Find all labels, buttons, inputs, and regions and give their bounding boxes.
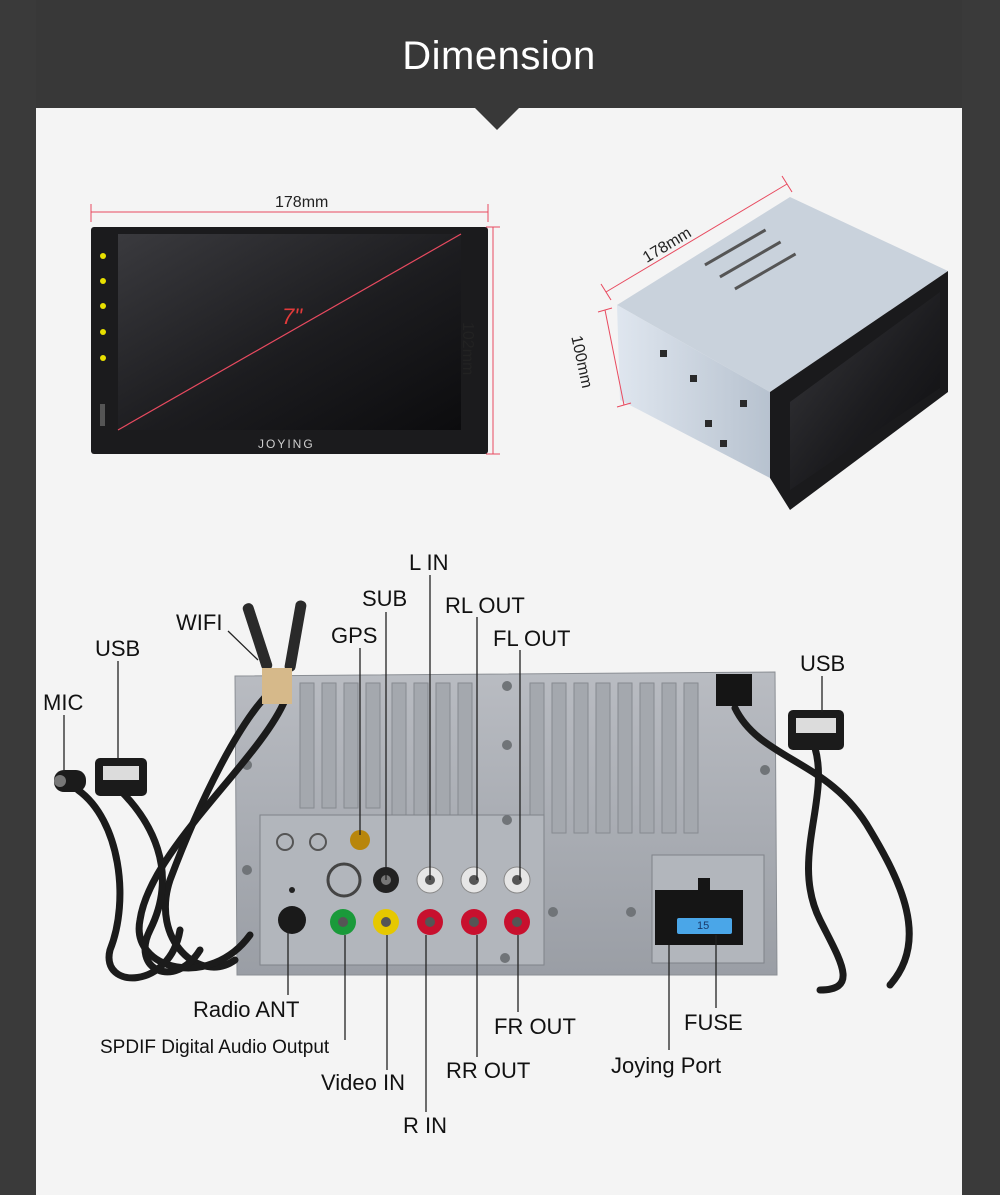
label-l-in: L IN [409,550,449,575]
label-r-in: R IN [403,1113,447,1138]
usb-left-plug [95,758,147,796]
vent-dots [704,228,797,291]
box-side [617,305,770,478]
heatsink-fins [299,682,699,834]
volume-up-icon [100,329,106,335]
front-height-label: 102mm [459,322,476,376]
box-screen [790,292,940,490]
label-fuse: FUSE [684,1010,743,1035]
power-icon [100,253,106,259]
page-title: Dimension [402,34,596,78]
front-unit [91,227,488,454]
av-panel [259,814,545,966]
side-buttons [100,253,106,361]
label-usb-left: USB [95,636,141,661]
fuse-value: 15 [697,920,710,932]
usb-right-grommet [716,674,752,706]
front-height-dimension [486,226,500,455]
back-icon [100,303,106,309]
front-width-dimension [90,204,489,222]
header-banner: Dimension [36,0,962,108]
diagonal-label: 7" [282,304,303,329]
label-rr-out: RR OUT [446,1058,531,1083]
label-fr-out: FR OUT [494,1014,576,1039]
leader-wifi [227,630,259,661]
joying-port-connector [655,878,743,945]
screws [242,681,770,963]
label-sub: SUB [362,586,408,611]
leader-lines [63,575,823,1112]
mic-plug [54,770,86,792]
label-rl-out: RL OUT [445,593,525,618]
label-mic: MIC [43,690,84,715]
box-unit [617,197,948,510]
usb-right-plug [788,710,844,750]
box-top [617,197,948,392]
diagonal-line [117,233,462,431]
label-joying-port: Joying Port [611,1053,722,1078]
label-wifi: WIFI [176,610,223,635]
label-gps: GPS [331,623,378,648]
sd-slot [100,404,105,426]
box-height-dimension [597,307,632,408]
cables [74,686,913,994]
gps-connector [350,830,370,850]
label-fl-out: FL OUT [493,626,571,651]
label-video-in: Video IN [321,1070,405,1095]
brand-logo: JOYING [258,437,315,451]
front-width-label: 178mm [275,194,329,211]
fuse [677,918,732,934]
label-radio-ant: Radio ANT [193,997,300,1022]
side-holes [660,350,747,447]
volume-down-icon [100,355,106,361]
label-usb-right: USB [800,651,846,676]
radio-ant-socket [278,906,306,934]
banner-pointer [475,108,519,130]
home-icon [100,278,106,284]
label-spdif: SPDIF Digital Audio Output [100,1037,330,1058]
wifi-antennas [242,600,307,704]
box-depth-dimension [600,175,793,301]
back-panel [234,671,778,976]
content-panel [36,0,962,1195]
